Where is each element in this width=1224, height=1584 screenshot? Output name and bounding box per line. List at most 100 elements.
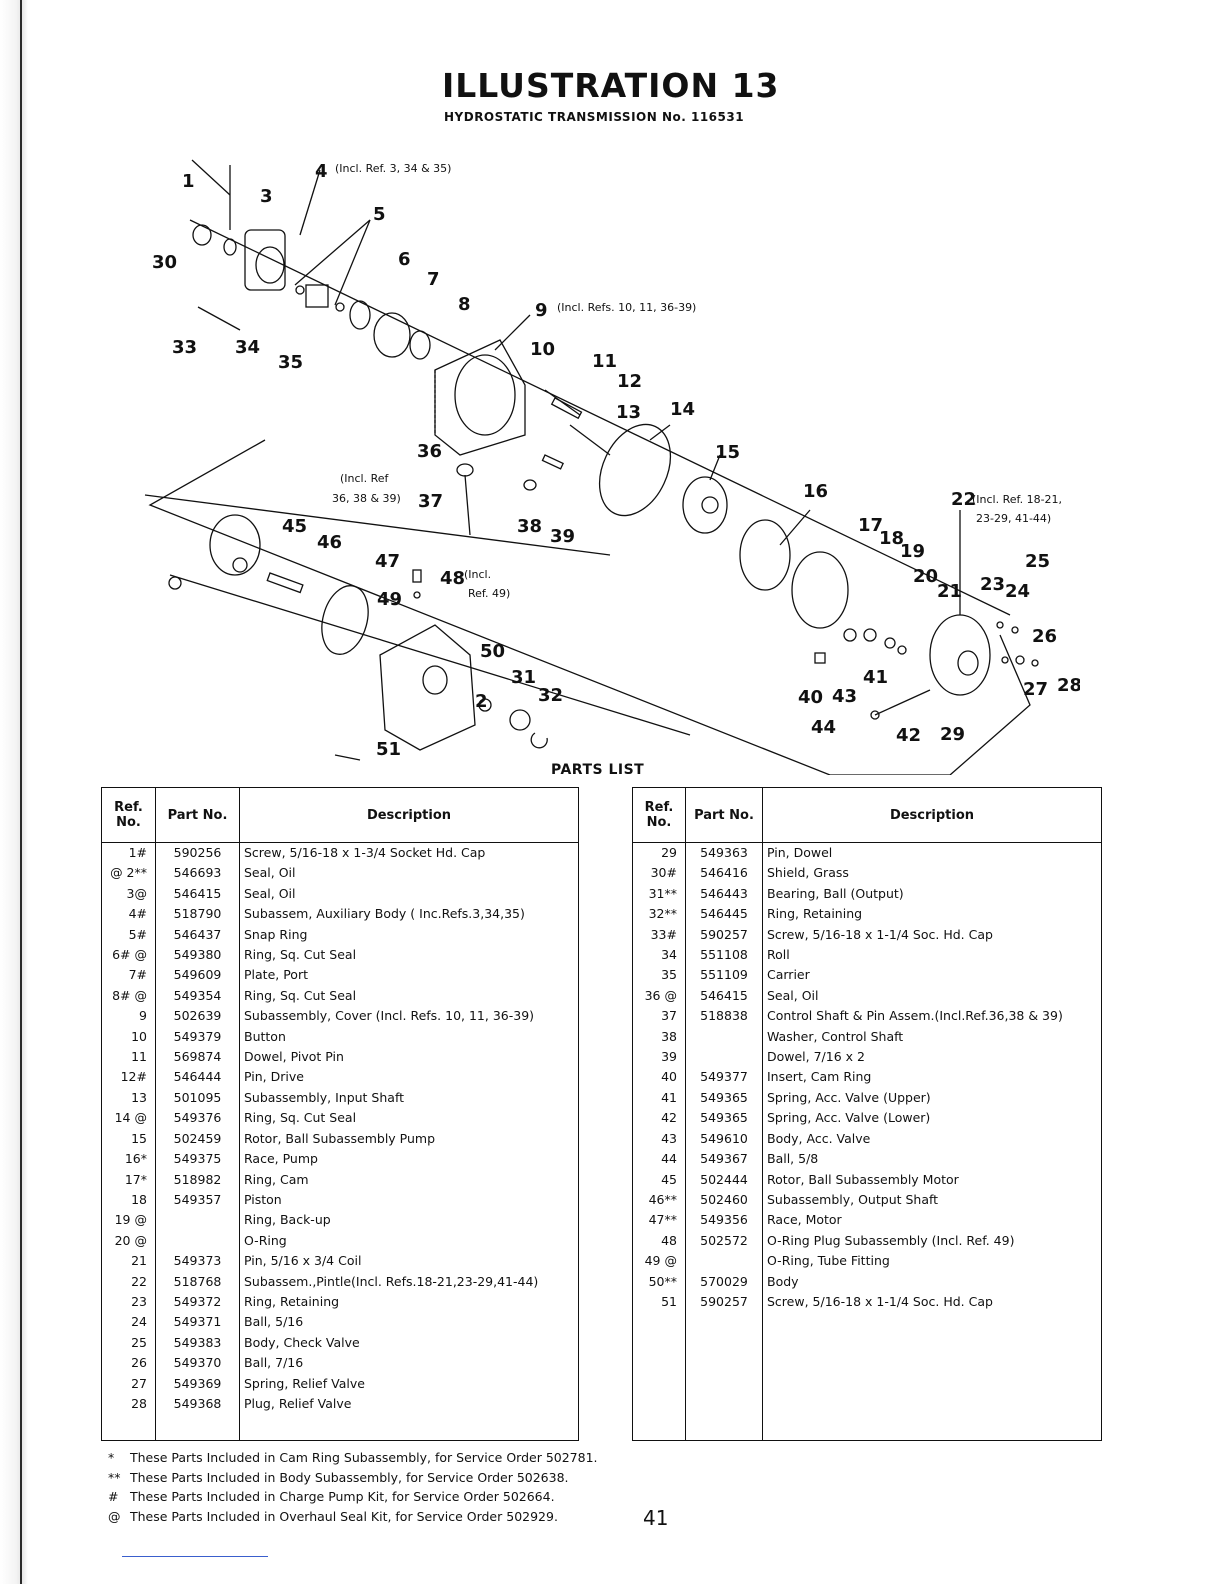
- callout-30: 30: [152, 252, 177, 273]
- ref-cell: 46**: [632, 1189, 686, 1211]
- parts-row-filler: [632, 1312, 1102, 1442]
- ref-cell: 51: [632, 1291, 686, 1313]
- ref-cell: 14 @: [101, 1108, 156, 1129]
- description-cell: Rotor, Ball Subassembly Pump: [239, 1128, 579, 1150]
- callout-27: 27: [1023, 679, 1048, 700]
- part-no-cell: 502459: [155, 1128, 240, 1150]
- description-cell: Bearing, Ball (Output): [762, 883, 1102, 905]
- ref-cell: 45: [632, 1169, 686, 1190]
- ref-cell: 47**: [632, 1210, 686, 1231]
- part-no-cell: 549610: [685, 1128, 763, 1150]
- callout-36: 36: [417, 441, 442, 462]
- ref-cell: 6# @: [101, 945, 156, 966]
- parts-row: 49 @O-Ring, Tube Fitting: [632, 1251, 1102, 1272]
- part-no-cell: 549369: [155, 1373, 240, 1394]
- page-subtitle: HYDROSTATIC TRANSMISSION No. 116531: [444, 110, 745, 124]
- callout-40: 40: [798, 687, 823, 708]
- part-no-cell: 590256: [155, 842, 240, 864]
- callout-2: 2: [475, 691, 488, 712]
- part-no-cell: 549365: [685, 1087, 763, 1109]
- part-no-cell: 546444: [155, 1067, 240, 1088]
- description-cell: Screw, 5/16-18 x 1-3/4 Socket Hd. Cap: [239, 842, 579, 864]
- description-header: Description: [762, 787, 1102, 843]
- ref-cell: 5#: [101, 924, 156, 946]
- parts-row: 20 @O-Ring: [101, 1230, 579, 1252]
- part-no-cell: 549383: [155, 1332, 240, 1354]
- part-no-cell: [685, 1251, 763, 1272]
- part-no-cell: 549370: [155, 1353, 240, 1374]
- part-no-cell: 501095: [155, 1087, 240, 1109]
- part-no-header: Part No.: [685, 787, 763, 843]
- ref-cell: 3@: [101, 883, 156, 905]
- callout-10: 10: [530, 339, 555, 360]
- description-cell: Pin, 5/16 x 3/4 Coil: [239, 1251, 579, 1272]
- description-cell: Pin, Dowel: [762, 842, 1102, 864]
- description-cell: Plug, Relief Valve: [239, 1393, 579, 1415]
- ref-cell: 32**: [632, 904, 686, 925]
- description-cell: Ball, 5/8: [762, 1149, 1102, 1170]
- ref-cell: 31**: [632, 883, 686, 905]
- callout-18: 18: [879, 528, 904, 549]
- callout-41: 41: [863, 667, 888, 688]
- description-header: Description: [239, 787, 579, 843]
- ref-cell: 39: [632, 1047, 686, 1068]
- description-cell: O-Ring, Tube Fitting: [762, 1251, 1102, 1272]
- part-no-cell: 549365: [685, 1108, 763, 1129]
- ref-cell: 34: [632, 945, 686, 966]
- footnote-seal-kit: @These Parts Included in Overhaul Seal K…: [108, 1508, 558, 1524]
- callout-49: 49: [377, 589, 402, 610]
- part-no-cell: 549372: [155, 1291, 240, 1313]
- part-no-cell: 549371: [155, 1312, 240, 1333]
- description-cell: O-Ring Plug Subassembly (Incl. Ref. 49): [762, 1230, 1102, 1252]
- callout-37: 37: [418, 491, 443, 512]
- callout-34: 34: [235, 337, 260, 358]
- part-no-cell: [155, 1210, 240, 1231]
- callout-14: 14: [670, 399, 695, 420]
- callout-20: 20: [913, 566, 938, 587]
- part-no-cell: 546415: [685, 985, 763, 1007]
- ref-cell: 37: [632, 1006, 686, 1027]
- ref-cell: 44: [632, 1149, 686, 1170]
- callout-33: 33: [172, 337, 197, 358]
- callout-19: 19: [900, 541, 925, 562]
- part-no-cell: 502460: [685, 1189, 763, 1211]
- callout-29: 29: [940, 724, 965, 745]
- footnote-cam-ring: *These Parts Included in Cam Ring Subass…: [108, 1450, 598, 1465]
- part-no-cell: 549609: [155, 965, 240, 986]
- callout-22: 22: [951, 489, 976, 510]
- part-no-cell: 570029: [685, 1271, 763, 1292]
- callout-25: 25: [1025, 551, 1050, 572]
- callout-38: 38: [517, 516, 542, 537]
- scan-edge-line: [20, 0, 22, 1584]
- description-cell: Carrier: [762, 965, 1102, 986]
- ref-cell: 28: [101, 1393, 156, 1415]
- part-no-cell: 518768: [155, 1271, 240, 1292]
- footnote-body: **These Parts Included in Body Subassemb…: [108, 1469, 569, 1485]
- part-no-cell: 549354: [155, 985, 240, 1007]
- ref-header: Ref.No.: [632, 787, 686, 843]
- part-no-cell: 549379: [155, 1026, 240, 1048]
- ref-cell: 25: [101, 1332, 156, 1354]
- callout-6: 6: [398, 249, 411, 270]
